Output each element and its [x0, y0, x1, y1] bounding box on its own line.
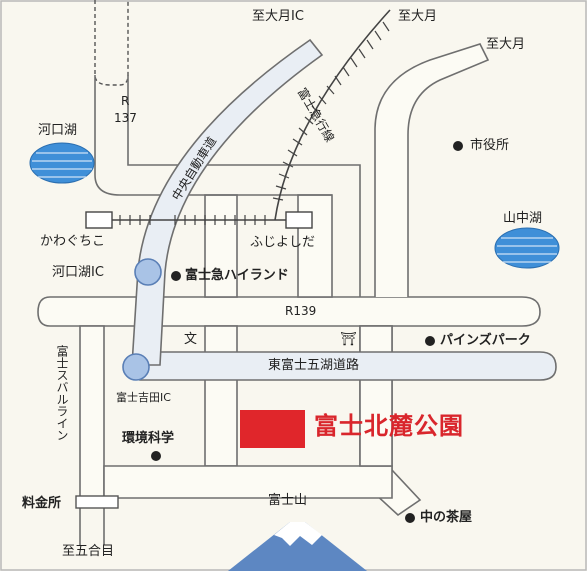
kawaguchiko-lake-waves [32, 152, 92, 178]
label-to-gogome: 至五合目 [62, 544, 115, 559]
label-shrine-symbol: ⛩ [340, 332, 357, 347]
label-fuji-subaru-line: 富士スバルライン [55, 345, 69, 441]
label-kawaguchiko-station: かわぐちこ [40, 234, 106, 249]
railway-ties [119, 21, 390, 225]
label-kawaguchiko-ic: 河口湖IC [52, 265, 104, 280]
label-route139: R139 [285, 304, 317, 318]
toll-gate-marker [75, 495, 119, 509]
label-higashi-fuji-road: 東富士五湖道路 [268, 358, 360, 373]
label-mt-fuji: 富士山 [268, 493, 308, 508]
fujikyu-highland-dot [171, 271, 181, 281]
label-to-ohtsuki-ic: 至大月IC [252, 9, 304, 24]
higashi-fuji-road [139, 351, 557, 381]
label-park-name: 富士北麓公園 [314, 412, 464, 440]
label-to-ohtsuki-top: 至大月 [398, 9, 438, 24]
chuo-expressway-road [131, 38, 324, 366]
label-fujiyoshida-ic: 富士吉田IC [116, 391, 171, 404]
label-route137-num: 137 [114, 111, 137, 125]
fujiyoshida-station-marker [285, 211, 313, 229]
label-toll-gate: 料金所 [22, 496, 62, 511]
label-pines-park: パインズパーク [440, 333, 531, 348]
label-yamanakako-lake: 山中湖 [503, 211, 543, 226]
yamanakako-lake-waves [497, 237, 557, 263]
label-naka-chaya: 中の茶屋 [420, 510, 473, 525]
naka-chaya-dot [405, 513, 415, 523]
city-hall-dot [453, 141, 463, 151]
route137-road [94, 0, 190, 196]
fujiyoshida-ic-marker [122, 353, 150, 381]
env-science-dot [151, 451, 161, 461]
mt-fuji-illustration [228, 522, 367, 571]
label-fujikyu-highland: 富士急ハイランド [185, 268, 289, 283]
pines-park-dot [425, 336, 435, 346]
label-school-symbol: 文 [184, 332, 198, 347]
park-marker [240, 410, 305, 448]
kawaguchiko-station-marker [85, 211, 113, 229]
label-kawaguchiko-lake: 河口湖 [38, 123, 78, 138]
label-to-ohtsuki-right: 至大月 [486, 37, 526, 52]
label-env-science: 環境科学 [122, 431, 175, 446]
kawaguchiko-ic-marker [134, 258, 162, 286]
label-fujiyoshida-station: ふじよしだ [250, 235, 316, 250]
fujikyu-railway [112, 9, 391, 221]
label-route137-r: R [121, 94, 130, 108]
label-city-hall: 市役所 [470, 138, 510, 153]
